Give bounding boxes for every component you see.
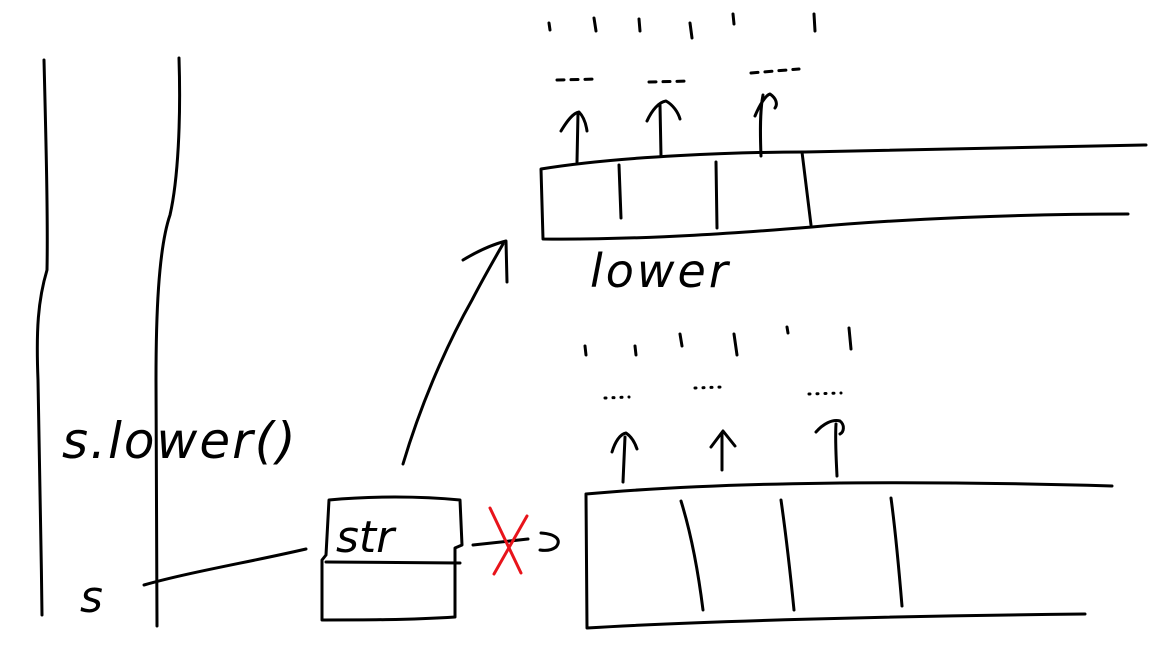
original-tick [785,325,790,335]
lowered-array-outline [539,143,1148,241]
new-object-arrow-head [461,239,509,284]
original-array-divider-3 [889,496,904,608]
original-array-outline [584,481,1114,630]
original-tick [732,332,739,357]
lowered-tick [812,12,817,33]
frame-left-line [35,58,49,617]
new-object-arrow-line [401,242,505,466]
original-tick [633,344,638,357]
lowered-array-divider-3 [800,150,813,227]
lowered-tick-marks [547,12,817,40]
str-object: str [320,495,464,622]
lowered-ellipsis-3 [749,67,801,75]
str-object-box [320,495,464,622]
lowered-pointer-2 [645,99,682,158]
variable-name: s [80,572,103,623]
lowered-pointer-1 [559,110,589,164]
original-pointer-1 [610,431,639,484]
original-ellipsis-1 [603,395,631,400]
cross-mark-stroke-1 [488,506,523,575]
lowered-tick [688,21,694,40]
original-char-array [583,325,1114,630]
lowered-array-divider-2 [714,160,719,230]
frame-panel [35,56,182,628]
lowered-ellipsis-1 [555,77,600,82]
crossed-arrow [471,506,560,576]
original-ellipsis-2 [693,385,724,390]
expression-text: s.lower() [62,412,298,470]
lowered-tick [547,21,552,32]
lowered-object-label: lower [590,244,731,298]
lowered-ellipsis-2 [647,79,692,84]
original-pointer-3 [814,419,845,478]
str-object-divider [324,560,462,565]
lowered-tick [592,16,598,33]
lowered-array-divider-1 [617,163,623,220]
original-pointer-2 [709,429,737,472]
lowered-char-array: lower [539,12,1148,298]
lowered-char-pointers [559,92,778,164]
new-object-arrow [401,239,509,466]
crossed-arrow-head [538,531,560,552]
original-array-divider-2 [779,498,796,612]
reference-line [142,547,308,587]
lowered-tick [731,12,736,26]
frame-right-line [154,56,182,628]
crossed-arrow-line [471,537,530,547]
original-tick [583,344,588,357]
lowered-tick [637,17,642,33]
original-tick [678,332,684,348]
lowered-ellipses [555,67,801,84]
original-array-divider-1 [679,499,705,612]
original-tick-marks [583,325,853,357]
original-ellipses [603,385,843,400]
original-ellipsis-3 [807,391,843,396]
original-char-pointers [610,419,845,484]
original-tick [847,326,853,351]
lowered-pointer-3 [753,92,778,158]
cross-mark-stroke-2 [492,514,529,576]
str-type-label: str [336,512,397,563]
